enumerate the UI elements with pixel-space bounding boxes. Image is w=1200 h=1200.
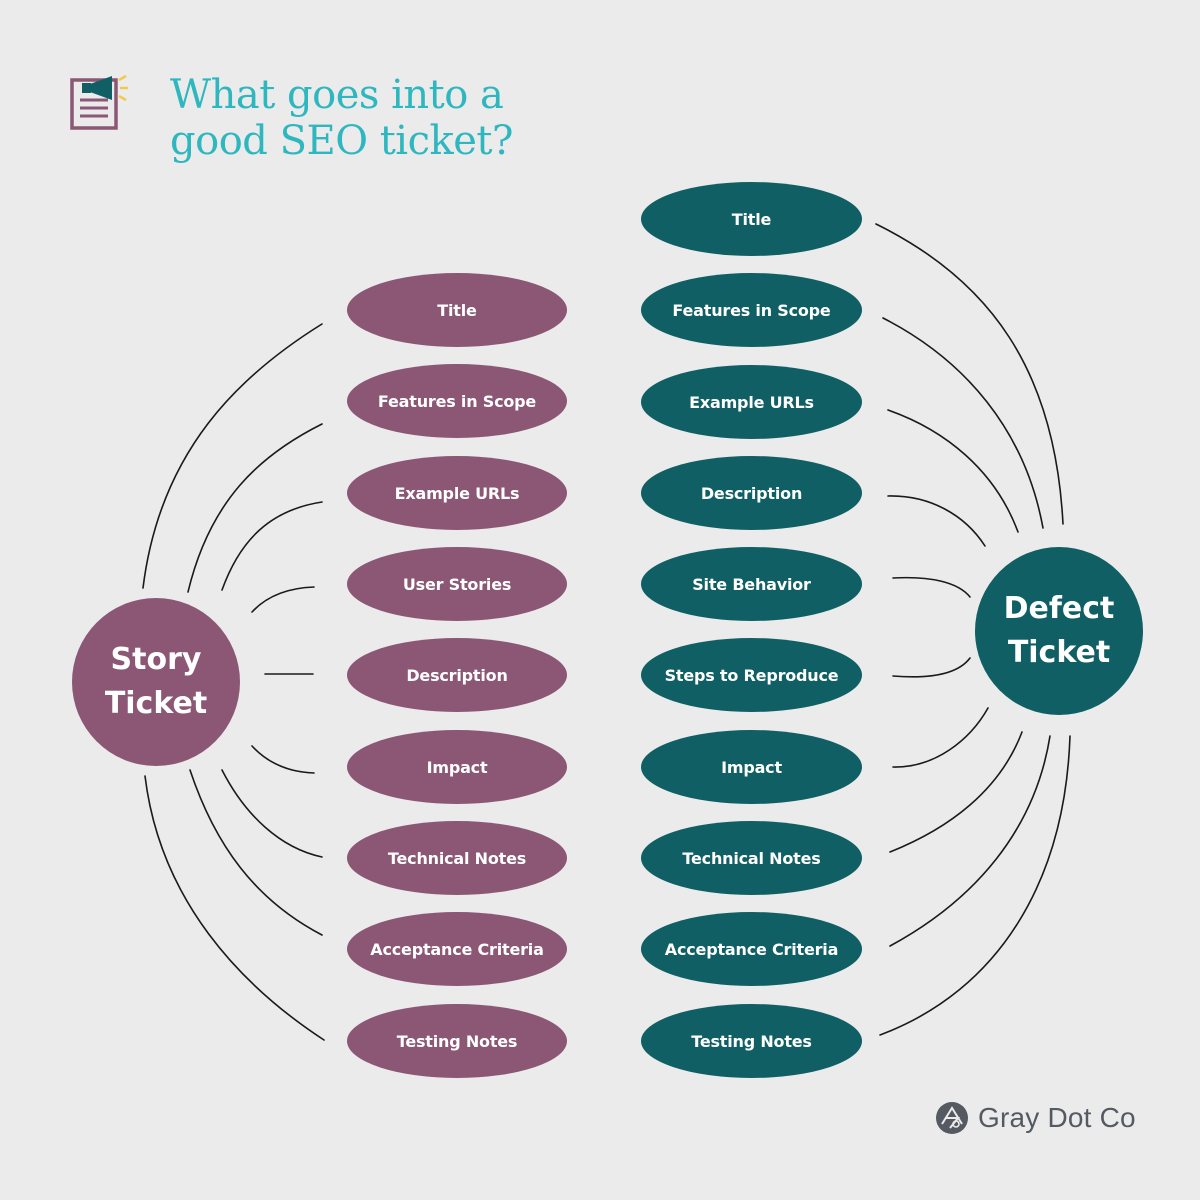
story-item-label: Acceptance Criteria <box>370 939 544 959</box>
story-item-label: Technical Notes <box>387 848 527 868</box>
story-connector-technical-notes <box>221 769 323 858</box>
page-title: What goes into a good SEO ticket? <box>170 72 690 164</box>
defect-item-features-in-scope: Features in Scope <box>641 273 862 347</box>
story-item-example-urls: Example URLs <box>347 456 567 530</box>
defect-item-testing-notes: Testing Notes <box>641 1004 862 1078</box>
defect-item-description: Description <box>641 456 862 530</box>
story-connector-testing-notes <box>144 775 325 1041</box>
defect-connector-example-urls <box>887 409 1019 533</box>
defect-item-example-urls: Example URLs <box>641 365 862 439</box>
story-hub-label: Story Ticket <box>104 642 208 721</box>
defect-connector-features-in-scope <box>882 317 1044 529</box>
brand-name: Gray Dot Co <box>978 1102 1136 1133</box>
title-line-1: What goes into a <box>170 72 504 118</box>
defect-connector-site-behavior <box>892 576 971 598</box>
story-connector-example-urls <box>221 501 323 591</box>
defect-item-label: Acceptance Criteria <box>664 939 839 959</box>
defect-item-label: Features in Scope <box>672 300 831 320</box>
defect-connector-title <box>875 223 1064 525</box>
story-item-features-in-scope: Features in Scope <box>347 364 567 438</box>
defect-item-label: Example URLs <box>689 392 814 412</box>
story-connector-acceptance-criteria <box>189 769 323 936</box>
story-item-description: Description <box>347 638 567 712</box>
defect-connector-technical-notes <box>889 731 1023 853</box>
defect-item-label: Steps to Reproduce <box>664 665 839 685</box>
defect-hub-label: Defect Ticket <box>1003 591 1115 670</box>
story-connector-title <box>142 323 323 589</box>
defect-item-steps-to-reproduce: Steps to Reproduce <box>641 638 862 712</box>
defect-ticket-hub: Defect Ticket <box>975 547 1143 715</box>
defect-item-acceptance-criteria: Acceptance Criteria <box>641 912 862 986</box>
defect-connector-impact <box>892 707 989 768</box>
story-item-label: User Stories <box>402 574 512 594</box>
story-connector-features-in-scope <box>187 423 323 593</box>
story-item-label: Example URLs <box>394 483 520 503</box>
story-connector-user-stories <box>251 586 315 613</box>
story-item-acceptance-criteria: Acceptance Criteria <box>347 912 567 986</box>
story-item-technical-notes: Technical Notes <box>347 821 567 895</box>
story-connector-impact <box>251 745 315 774</box>
defect-connector-steps-to-reproduce <box>892 657 971 678</box>
defect-item-impact: Impact <box>641 730 862 804</box>
defect-item-site-behavior: Site Behavior <box>641 547 862 621</box>
story-item-label: Impact <box>426 757 488 777</box>
brand-footer: Gray Dot Co <box>934 1098 1136 1138</box>
story-item-label: Features in Scope <box>377 391 537 411</box>
story-ticket-hub: Story Ticket <box>72 598 240 766</box>
defect-item-label: Testing Notes <box>691 1031 812 1051</box>
defect-item-label: Title <box>731 209 772 229</box>
story-item-user-stories: User Stories <box>347 547 567 621</box>
defect-item-label: Technical Notes <box>682 848 821 868</box>
defect-item-technical-notes: Technical Notes <box>641 821 862 895</box>
gray-dot-co-logo-icon <box>936 1102 968 1134</box>
story-item-label: Description <box>406 665 508 685</box>
defect-item-label: Description <box>700 483 803 503</box>
story-item-testing-notes: Testing Notes <box>347 1004 567 1078</box>
defect-item-label: Impact <box>721 757 782 777</box>
story-item-title: Title <box>347 273 567 347</box>
defect-connector-description <box>887 495 986 547</box>
defect-item-title: Title <box>641 182 862 256</box>
story-item-impact: Impact <box>347 730 567 804</box>
story-item-label: Title <box>437 300 477 320</box>
story-item-label: Testing Notes <box>396 1031 518 1051</box>
defect-item-label: Site Behavior <box>692 574 811 594</box>
document-megaphone-icon <box>70 74 128 130</box>
title-line-2: good SEO ticket? <box>170 118 513 164</box>
defect-connector-acceptance-criteria <box>889 735 1051 947</box>
defect-connector-testing-notes <box>879 735 1071 1036</box>
